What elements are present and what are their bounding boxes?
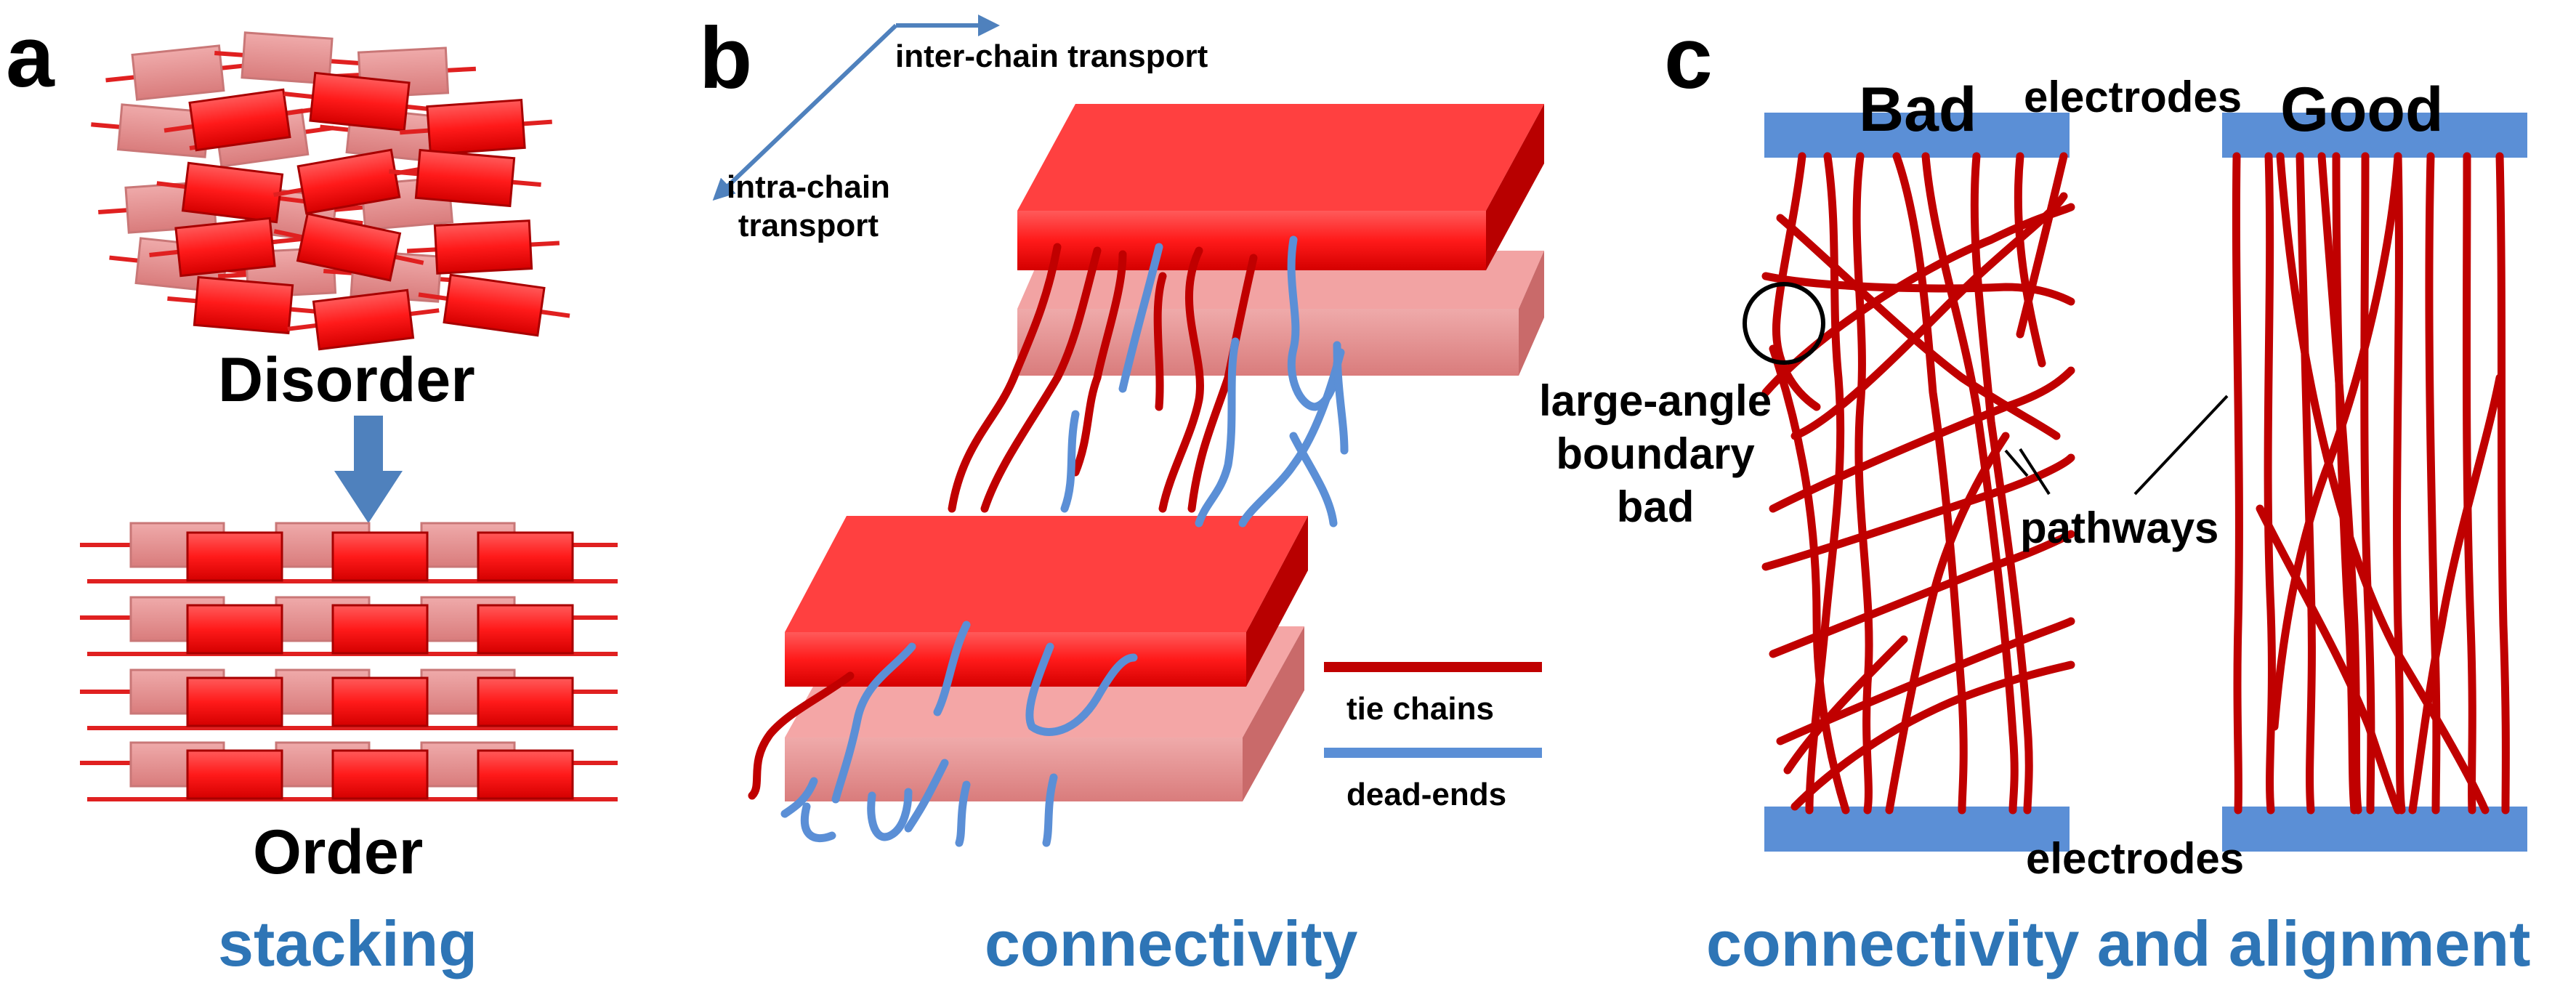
good-label: Good: [2280, 75, 2444, 145]
upper-crystal-top-slab: [1017, 104, 1544, 270]
order-front-crystallite: [477, 531, 574, 582]
panel-a-order-stack: [80, 522, 618, 801]
disorder-front-crystallite: [273, 212, 424, 282]
legend-tie-chains-label: tie chains: [1346, 691, 1494, 727]
order-label: Order: [253, 817, 424, 887]
good-chain: [2296, 152, 2316, 815]
good-chain: [2360, 152, 2375, 815]
electrodes-top-label: electrodes: [2024, 73, 2242, 121]
bad-chain: [1772, 152, 1821, 411]
disorder-front-crystallite: [406, 219, 560, 275]
bad-chain: [1852, 152, 1873, 815]
disorder-back-crystallite: [214, 31, 360, 85]
disorder-front-crystallite: [400, 98, 552, 156]
panel-b-letter: b: [699, 9, 753, 107]
bad-chain: [1921, 152, 2019, 815]
order-front-crystallite: [186, 604, 283, 655]
bad-bottom-electrode: [1764, 807, 2070, 852]
legend-dead-ends-label: dead-ends: [1346, 777, 1507, 812]
order-front-crystallite: [477, 676, 574, 727]
disorder-front-crystallite: [167, 275, 320, 335]
electrodes-bottom-label: electrodes: [2026, 834, 2245, 883]
pathways-pointer-bad-2: [2019, 448, 2051, 496]
disorder-front-crystallite: [418, 273, 570, 337]
bad-chain: [1769, 530, 2075, 658]
good-chain: [2332, 152, 2359, 815]
order-front-crystallite: [186, 531, 283, 582]
good-chain-network: [2232, 152, 2510, 815]
panel-c-caption: connectivity and alignment: [1706, 908, 2531, 979]
inter-chain-label: inter-chain transport: [895, 39, 1208, 74]
bad-chain: [1885, 432, 2010, 815]
lower-crystal-top-slab: [785, 516, 1308, 687]
good-chain: [2462, 152, 2476, 815]
good-bottom-electrode: [2222, 807, 2527, 852]
pathways-pointer-good: [2133, 395, 2229, 496]
large-angle-boundary-label: large-angle boundary bad: [1539, 376, 1772, 532]
good-top-electrode: [2222, 113, 2527, 158]
disorder-front-crystallite: [283, 71, 436, 132]
pathways-pointer-bad: [2004, 449, 2029, 477]
pathways-label: pathways: [2020, 504, 2219, 552]
panel-a-letter: a: [6, 8, 54, 105]
disorder-front-crystallite: [156, 161, 309, 224]
intra-chain-label: intra-chain transport: [727, 169, 890, 243]
order-front-crystallite: [477, 604, 574, 655]
good-chain: [2276, 152, 2490, 815]
good-chain: [2232, 152, 2243, 815]
panel-a-caption: stacking: [218, 908, 478, 979]
bad-chain-network: [1761, 152, 2075, 815]
bad-chain: [1769, 366, 2075, 513]
order-front-crystallite: [331, 749, 429, 800]
bad-chain: [1892, 152, 1968, 815]
panel-a-disorder-stack: [91, 31, 570, 351]
order-front-crystallite: [331, 604, 429, 655]
order-front-crystallite: [186, 676, 283, 727]
bad-chain: [1790, 660, 2075, 811]
good-chain: [2264, 152, 2276, 815]
bad-chain: [1769, 344, 1850, 815]
bad-chain: [1790, 192, 2068, 440]
disorder-label: Disorder: [218, 345, 475, 415]
order-front-crystallite: [186, 749, 283, 800]
disorder-back-crystallite: [105, 44, 251, 101]
bad-chain: [1970, 152, 2033, 815]
order-front-crystallite: [477, 749, 574, 800]
good-chain: [2425, 152, 2441, 815]
bad-chain: [2016, 152, 2068, 339]
disorder-front-crystallite: [163, 88, 316, 152]
disorder-to-order-arrow: [334, 416, 403, 523]
disorder-front-crystallite: [389, 148, 541, 208]
transport-axis-arrows: [712, 15, 1000, 201]
panel-c-letter: c: [1664, 9, 1713, 107]
bad-chain: [1776, 214, 2061, 440]
good-chain: [2495, 152, 2510, 815]
panel-b-caption: connectivity: [985, 908, 1358, 979]
good-chain: [2256, 504, 2402, 815]
bad-chain: [1783, 635, 1908, 775]
bad-label: Bad: [1859, 75, 1977, 145]
bad-chain: [2014, 152, 2046, 368]
dead-ends: [780, 235, 1349, 847]
disorder-front-crystallite: [149, 217, 302, 278]
disorder-front-crystallite: [287, 288, 440, 351]
bad-chain: [1761, 272, 2075, 306]
order-front-crystallite: [331, 676, 429, 727]
good-chain: [2270, 152, 2402, 731]
order-front-crystallite: [331, 531, 429, 582]
good-chain: [2408, 373, 2504, 815]
bad-top-electrode: [1764, 113, 2070, 158]
large-angle-boundary-circle: [1743, 282, 1825, 365]
good-chain: [2393, 152, 2406, 815]
